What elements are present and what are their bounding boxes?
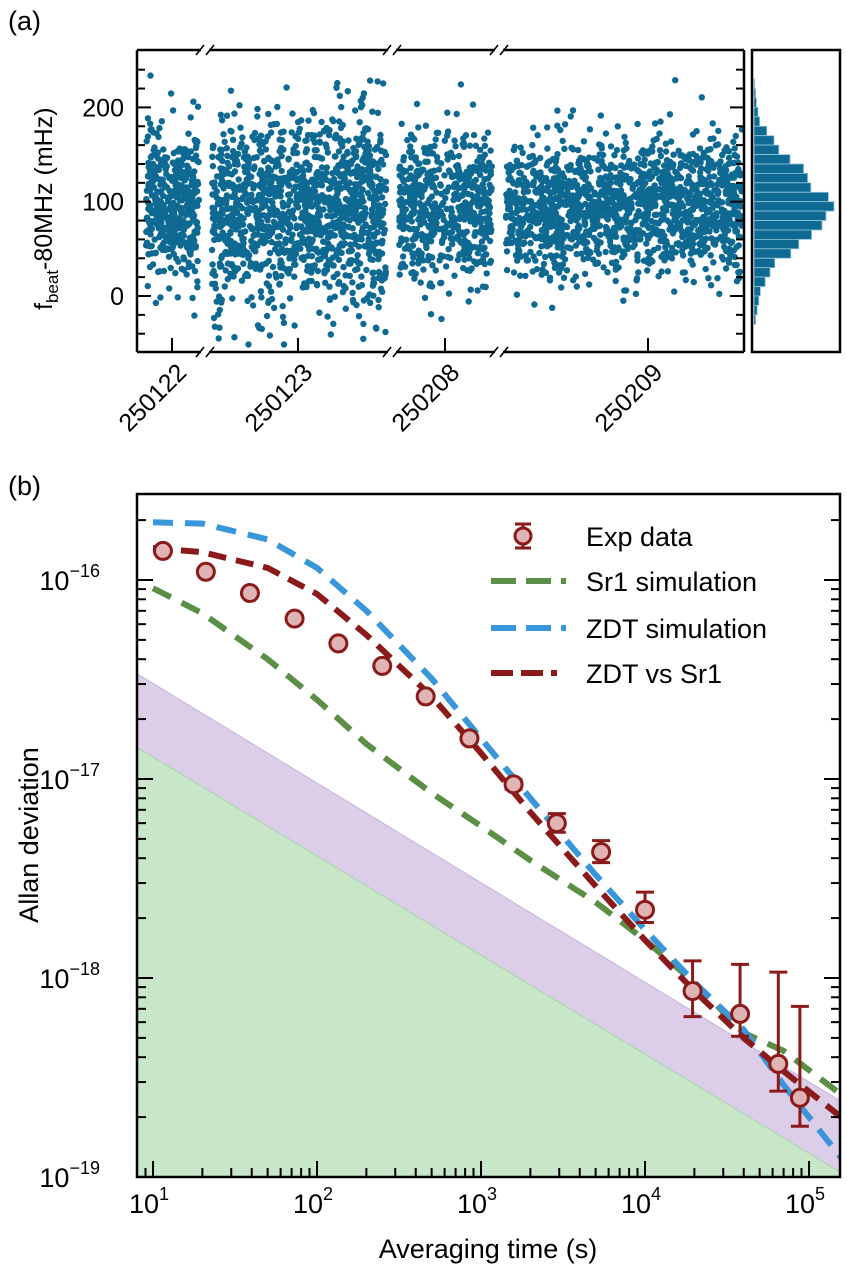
histogram-bars	[753, 78, 835, 325]
exp-data-point	[372, 655, 393, 676]
legend-label: ZDT vs Sr1	[586, 659, 722, 689]
panel-a-label: (a)	[8, 6, 41, 36]
panel-b-allan-deviation-plot: 10−19 10−18 10−17 10−16 101 102 103 104 105 Exp …	[14, 492, 842, 1264]
exp-data-point	[459, 728, 480, 749]
panel-b-x-tick-label: 101	[129, 1184, 169, 1219]
panel-b-y-tick-label: 10−16	[39, 561, 100, 596]
exp-data-point	[635, 899, 655, 920]
panel-b-y-tick-label: 10−17	[39, 760, 100, 795]
legend-label: Sr1 simulation	[586, 567, 757, 597]
exp-data-point	[284, 608, 305, 629]
purple-noise-band	[137, 673, 840, 1173]
panel-b-y-tick-label: 10−19	[39, 1158, 100, 1193]
panel-a-x-tick-label: 250209	[589, 358, 668, 437]
panel-a-y-tick-label: 200	[82, 94, 124, 122]
panel-b-x-axis-label: Averaging time (s)	[379, 1234, 598, 1264]
exp-data-point	[503, 774, 524, 795]
green-noise-band	[137, 746, 840, 1176]
panel-b-x-tick-label: 104	[621, 1184, 661, 1219]
exp-data-point	[591, 841, 612, 862]
exp-data-point	[546, 813, 567, 834]
exp-data-point	[768, 1053, 789, 1074]
histogram-frame	[750, 48, 842, 354]
panel-a-y-ticks: 0 100 200	[82, 68, 744, 335]
panel-a-x-tick-label: 250123	[239, 358, 318, 437]
panel-b-y-axis-label: Allan deviation	[14, 747, 44, 923]
panel-b-x-tick-label: 103	[457, 1184, 497, 1219]
panel-a-histogram	[750, 48, 842, 354]
exp-data-point	[239, 583, 260, 604]
exp-data-point	[195, 561, 216, 582]
zdt-vs-sr1-line	[152, 544, 840, 1120]
panel-b-x-tick-label: 105	[785, 1184, 825, 1219]
legend-label: Exp data	[586, 522, 694, 552]
legend-exp-marker	[513, 526, 533, 546]
panel-a-y-tick-label: 0	[110, 283, 124, 311]
panel-b-y-tick-label: 10−18	[39, 959, 100, 994]
zdt-simulation-line	[152, 519, 840, 1160]
panel-a-y-axis-label: fbeat-80MHz (mHz)	[30, 107, 62, 310]
exp-data-point	[152, 540, 173, 561]
panel-a-scatter-plot: 0 100 200 250122 250123 250208 250209 fbeat-8…	[30, 44, 746, 437]
panel-a-y-tick-label: 100	[82, 189, 124, 217]
sr1-simulation-line	[151, 585, 840, 1097]
exp-data-point	[415, 686, 436, 707]
exp-data-point	[328, 633, 349, 654]
simulation-lines	[151, 519, 840, 1160]
panel-b-label: (b)	[8, 471, 41, 501]
scatter-points	[143, 72, 746, 348]
exp-data-point	[682, 981, 703, 1002]
panel-a-x-tick-label: 250122	[113, 358, 192, 437]
exp-data-point	[789, 1087, 810, 1108]
exp-data-points	[152, 540, 810, 1128]
panel-a-x-tick-label: 250208	[386, 358, 465, 437]
noise-bands	[137, 673, 840, 1176]
panel-b-x-tick-label: 102	[293, 1184, 333, 1219]
exp-data-point	[730, 1003, 751, 1024]
legend-label: ZDT simulation	[586, 614, 767, 644]
